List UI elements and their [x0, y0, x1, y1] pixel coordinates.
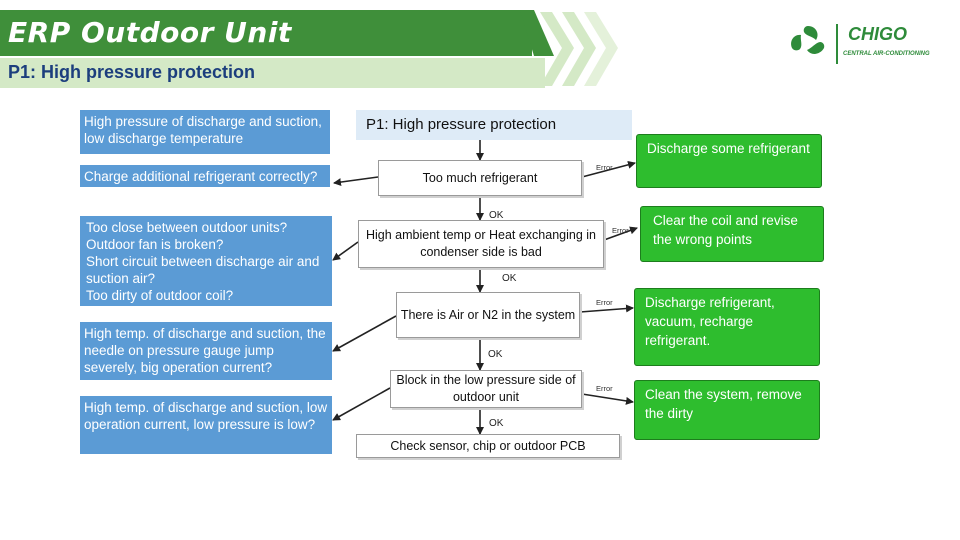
- logo-divider: [836, 24, 838, 64]
- chevron-decoration: [520, 10, 618, 86]
- logo-brand: CHIGO: [848, 24, 908, 44]
- cause-box-2: Charge additional refrigerant correctly?: [80, 165, 330, 187]
- error-label-3: Error: [596, 298, 613, 307]
- page-title: ERP Outdoor Unit: [8, 16, 292, 49]
- cause-box-5: High temp. of discharge and suction, low…: [80, 396, 332, 454]
- flow-start-box: P1: High pressure protection: [356, 110, 632, 140]
- flow-step-high-ambient-temp: High ambient temp or Heat exchanging in …: [358, 220, 604, 268]
- flow-step-block-low-pressure: Block in the low pressure side of outdoo…: [390, 370, 582, 408]
- error-label-4: Error: [596, 384, 613, 393]
- flow-step-too-much-refrigerant: Too much refrigerant: [378, 160, 582, 196]
- title-bar: [0, 10, 532, 56]
- solution-box-2: Clear the coil and revise the wrong poin…: [640, 206, 824, 262]
- ok-label-3: OK: [488, 349, 503, 360]
- solution-box-1: Discharge some refrigerant: [636, 134, 822, 188]
- error-label-2: Error: [612, 226, 629, 235]
- cause-box-1: High pressure of discharge and suction, …: [80, 110, 330, 154]
- ok-label-4: OK: [489, 418, 504, 429]
- ok-label-2: OK: [502, 273, 517, 284]
- chigo-swirl-icon: [791, 26, 825, 54]
- cause-box-3: Too close between outdoor units? Outdoor…: [80, 216, 332, 306]
- page-subtitle: P1: High pressure protection: [8, 62, 256, 82]
- logo-tagline: CENTRAL AIR-CONDITIONING: [843, 51, 930, 57]
- error-label-1: Error: [596, 163, 613, 172]
- ok-label-1: OK: [489, 210, 504, 221]
- flow-step-check-sensor: Check sensor, chip or outdoor PCB: [356, 434, 620, 458]
- cause-box-4: High temp. of discharge and suction, the…: [80, 322, 332, 380]
- flow-step-air-in-system: There is Air or N2 in the system: [396, 292, 580, 338]
- solution-box-3: Discharge refrigerant, vacuum, recharge …: [634, 288, 820, 366]
- subtitle-bar: [0, 58, 545, 88]
- solution-box-4: Clean the system, remove the dirty: [634, 380, 820, 440]
